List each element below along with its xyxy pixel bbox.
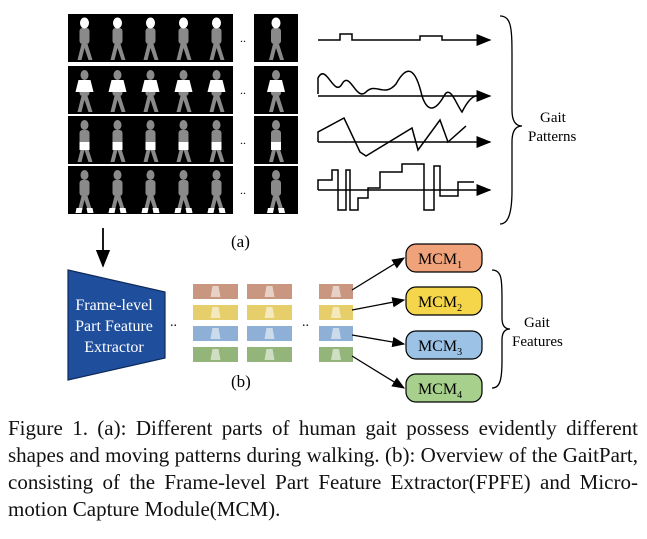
ellipsis-strip: .. xyxy=(240,183,246,197)
arrow-to-mcm-3 xyxy=(351,334,406,348)
ellipsis-strip: .. xyxy=(240,31,246,45)
walker-silhouette xyxy=(269,120,284,162)
walker-silhouette xyxy=(108,170,127,213)
mcm-label: MCM1 xyxy=(418,251,462,271)
arrow-to-mcm-1 xyxy=(351,257,406,291)
mcm-box-4: MCM4 xyxy=(405,373,483,403)
ellipsis-fpfe: .. xyxy=(170,315,177,330)
walker-silhouette xyxy=(209,120,225,162)
figure-caption: Figure 1. (a): Different parts of human … xyxy=(8,416,638,521)
ellipsis-strip: .. xyxy=(240,133,246,147)
mcm-label: MCM4 xyxy=(418,381,462,401)
walker-silhouette xyxy=(110,17,126,60)
walker-silhouette xyxy=(143,17,159,60)
walker-silhouette xyxy=(207,170,226,213)
arrow-to-mcm-2 xyxy=(351,297,406,311)
walker-silhouette xyxy=(141,70,160,112)
walker-silhouette xyxy=(176,120,192,162)
gait-features-label-1: Gait xyxy=(524,315,551,331)
part-feature-blocks: .. xyxy=(193,284,353,362)
silhouette-strips: ........ xyxy=(68,14,298,214)
walker-silhouette xyxy=(108,70,127,112)
mcm-label: MCM3 xyxy=(418,338,462,358)
walker-silhouette xyxy=(77,120,93,162)
walker-silhouette xyxy=(174,170,193,213)
gait-features-brace xyxy=(491,269,511,389)
gait-patterns-label-1: Gait xyxy=(540,110,567,126)
walker-silhouette xyxy=(110,120,126,162)
part-silhouette xyxy=(210,349,221,360)
mcm-arrows xyxy=(351,257,406,389)
walker-silhouette xyxy=(209,17,225,60)
fpfe-label-line-1: Frame-level xyxy=(75,297,153,314)
part-silhouette xyxy=(331,307,341,318)
walker-silhouette xyxy=(141,170,160,213)
part-silhouette xyxy=(210,307,221,318)
ellipsis-parts: .. xyxy=(302,315,309,330)
part-silhouette xyxy=(264,349,275,360)
walker-silhouette xyxy=(143,120,159,162)
signal-row-2 xyxy=(317,70,481,114)
ellipsis-strip: .. xyxy=(240,83,246,97)
panel-b-label: (b) xyxy=(231,372,251,391)
fpfe-block xyxy=(67,269,166,381)
part-silhouette xyxy=(210,286,221,297)
walker-silhouette xyxy=(176,17,192,60)
walker-silhouette xyxy=(75,170,94,213)
walker-silhouette xyxy=(75,70,94,112)
gait-patterns-brace xyxy=(499,15,523,225)
signal-row-1 xyxy=(318,33,492,46)
mcm-box-2: MCM2 xyxy=(405,286,483,316)
walker-silhouette xyxy=(77,17,93,60)
part-silhouette xyxy=(331,328,341,339)
fpfe-label-line-3: Extractor xyxy=(84,339,144,356)
fpfe-label-line-2: Part Feature xyxy=(75,318,153,335)
walker-silhouette xyxy=(267,170,285,213)
mcm-label: MCM2 xyxy=(418,294,462,314)
walker-silhouette xyxy=(207,70,226,112)
signal-row-3 xyxy=(317,116,467,157)
walker-silhouette xyxy=(269,17,284,60)
part-silhouette xyxy=(264,286,275,297)
gait-features-label-2: Features xyxy=(512,334,563,350)
part-silhouette xyxy=(264,328,275,339)
walker-silhouette xyxy=(267,70,285,112)
gait-pattern-signals xyxy=(317,33,492,211)
part-silhouette xyxy=(331,286,341,297)
signal-row-4 xyxy=(317,163,474,211)
part-silhouette xyxy=(264,307,275,318)
mcm-box-3: MCM3 xyxy=(405,330,483,360)
gait-patterns-label-2: Patterns xyxy=(528,129,576,145)
figure-diagram: ........ Gait Patterns (a) Frame-level P… xyxy=(67,14,576,403)
walker-silhouette xyxy=(174,70,193,112)
mcm-box-1: MCM1 xyxy=(405,243,483,273)
part-silhouette xyxy=(331,349,341,360)
part-silhouette xyxy=(210,328,221,339)
arrow-to-mcm-4 xyxy=(351,355,406,389)
panel-a-label: (a) xyxy=(231,232,250,251)
